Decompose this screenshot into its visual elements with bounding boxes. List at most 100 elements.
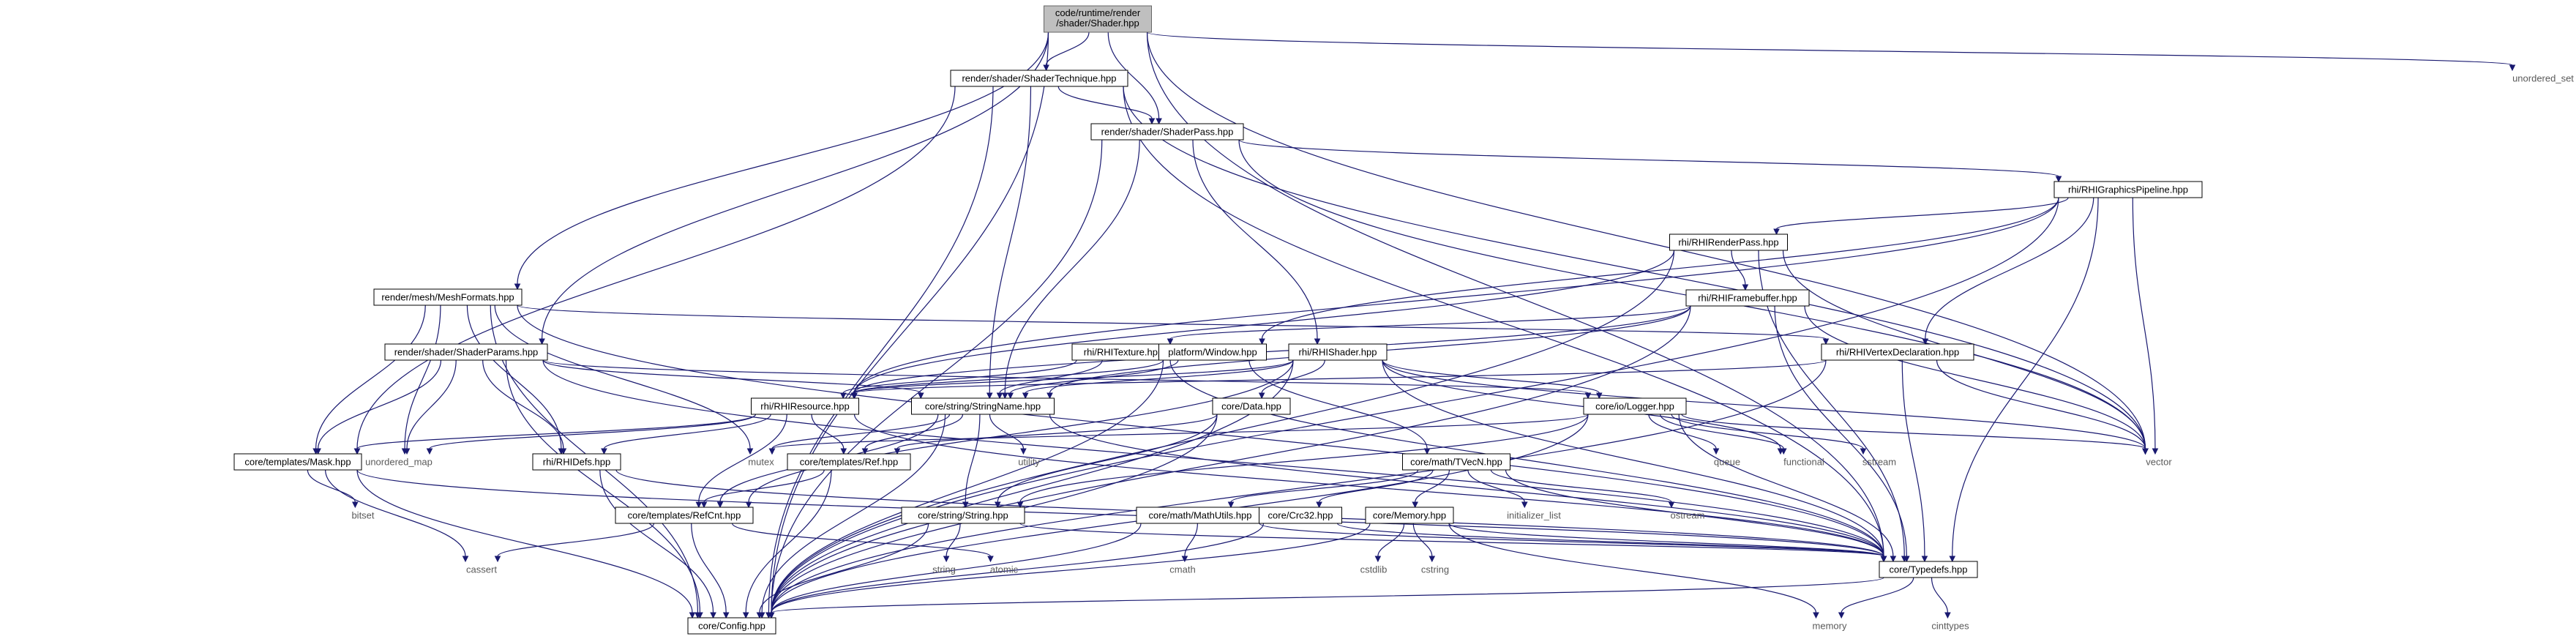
node-label-functional: functional bbox=[1783, 457, 1824, 468]
edge-stringname-to-mutex bbox=[771, 414, 951, 449]
node-label-cassert: cassert bbox=[466, 564, 497, 575]
node-label-data: core/Data.hpp bbox=[1221, 401, 1281, 412]
node-label-cinttypes: cinttypes bbox=[1931, 621, 1969, 632]
node-label-vector: vector bbox=[2146, 457, 2172, 468]
arrowhead-shaderparams-to-rhidefs bbox=[560, 448, 567, 455]
edge-stringname-to-string bbox=[965, 414, 981, 503]
edge-mask-to-typedefs bbox=[356, 469, 1884, 557]
node-shadertech[interactable]: render/shader/ShaderTechnique.hpp bbox=[950, 70, 1128, 87]
node-renderpass[interactable]: rhi/RHIRenderPass.hpp bbox=[1669, 233, 1788, 251]
edge-memory-h-to-config bbox=[771, 523, 1371, 613]
edge-tvecn-to-ostream bbox=[1490, 469, 1672, 503]
node-box-rhiresource bbox=[751, 397, 859, 415]
node-meshformats[interactable]: render/mesh/MeshFormats.hpp bbox=[373, 288, 523, 306]
node-label-typedefs: core/Typedefs.hpp bbox=[1890, 564, 1968, 575]
arrowhead-refcnt-to-cassert bbox=[494, 556, 501, 563]
edge-tvecn-to-typedefs bbox=[1505, 469, 1884, 557]
node-string[interactable]: core/string/String.hpp bbox=[901, 507, 1025, 524]
node-shaderparams[interactable]: render/shader/ShaderParams.hpp bbox=[384, 343, 548, 361]
node-window[interactable]: platform/Window.hpp bbox=[1158, 343, 1267, 361]
node-logger[interactable]: core/io/Logger.hpp bbox=[1583, 397, 1687, 415]
node-tvecn[interactable]: core/math/TVecN.hpp bbox=[1402, 453, 1510, 471]
edge-rhishader-to-functional bbox=[1382, 359, 1781, 449]
node-shaderpass[interactable]: render/shader/ShaderPass.hpp bbox=[1090, 123, 1244, 141]
node-rhidefs[interactable]: rhi/RHIDefs.hpp bbox=[532, 453, 621, 471]
node-label-shadertech: render/shader/ShaderTechnique.hpp bbox=[962, 73, 1116, 84]
arrowhead-mathutils-to-cmath bbox=[1181, 556, 1188, 563]
arrowhead-shaderpass-to-gfxpipe bbox=[2055, 176, 2062, 183]
edge-rhishader-to-vector bbox=[1382, 359, 2146, 449]
edge-rhitexture-to-rhiresource bbox=[842, 359, 1077, 394]
node-cstdlib: cstdlib bbox=[1360, 564, 1388, 575]
edge-meshformats-to-unordered-map bbox=[404, 304, 441, 449]
arrowhead-rhishader-to-data bbox=[1258, 392, 1265, 400]
edge-shader-to-vector bbox=[1146, 31, 2146, 449]
node-label-vertexdecl: rhi/RHIVertexDeclaration.hpp bbox=[1836, 347, 1959, 358]
node-box-ref bbox=[787, 453, 911, 471]
arrowhead-logger-to-queue bbox=[1712, 448, 1720, 455]
arrowhead-shader-to-shaderpass bbox=[1156, 118, 1162, 125]
node-sstream: sstream bbox=[1862, 457, 1896, 468]
node-box-tvecn bbox=[1402, 453, 1510, 471]
arrowhead-typedefs-to-cinttypes bbox=[1944, 612, 1951, 619]
node-typedefs[interactable]: core/Typedefs.hpp bbox=[1879, 561, 1978, 578]
arrowhead-tvecn-to-mathutils bbox=[1227, 501, 1235, 509]
node-label-ostream: ostream bbox=[1671, 510, 1705, 521]
edge-mask-to-config bbox=[356, 469, 693, 613]
node-stringname[interactable]: core/string/StringName.hpp bbox=[911, 397, 1055, 415]
node-mathutils[interactable]: core/math/MathUtils.hpp bbox=[1136, 507, 1265, 524]
arrowhead-shaderpass-to-stringname bbox=[1001, 392, 1008, 400]
node-mutex: mutex bbox=[748, 457, 774, 468]
node-rhishader[interactable]: rhi/RHIShader.hpp bbox=[1288, 343, 1388, 361]
node-box-window bbox=[1158, 343, 1267, 361]
node-label-rhidefs: rhi/RHIDefs.hpp bbox=[543, 457, 610, 468]
node-framebuffer[interactable]: rhi/RHIFramebuffer.hpp bbox=[1685, 289, 1810, 307]
edge-gfxpipe-to-vertexdecl bbox=[1925, 197, 2094, 340]
node-refcnt[interactable]: core/templates/RefCnt.hpp bbox=[615, 507, 754, 524]
edge-vertexdecl-to-typedefs bbox=[1901, 359, 1925, 557]
node-memory-h[interactable]: core/Memory.hpp bbox=[1365, 507, 1454, 524]
node-vertexdecl[interactable]: rhi/RHIVertexDeclaration.hpp bbox=[1821, 343, 1974, 361]
edge-window-to-config bbox=[771, 359, 1164, 613]
edge-stringname-to-utility bbox=[989, 414, 1025, 449]
arrowhead-typedefs-to-config bbox=[768, 612, 775, 619]
node-gfxpipe[interactable]: rhi/RHIGraphicsPipeline.hpp bbox=[2053, 181, 2203, 198]
edge-meshformats-to-mask bbox=[315, 304, 426, 449]
arrowhead-rhiresource-to-rhidefs bbox=[601, 448, 607, 455]
node-rhiresource[interactable]: rhi/RHIResource.hpp bbox=[751, 397, 859, 415]
node-crc32[interactable]: core/Crc32.hpp bbox=[1259, 507, 1342, 524]
edge-rhitexture-to-typedefs bbox=[1169, 359, 1884, 557]
arrowhead-shader-to-shaderparams bbox=[539, 338, 545, 345]
node-box-meshformats bbox=[373, 288, 523, 306]
node-rhitexture[interactable]: rhi/RHITexture.hpp bbox=[1071, 343, 1175, 361]
edge-shader-to-unordered-set bbox=[1146, 31, 2513, 66]
node-label-gfxpipe: rhi/RHIGraphicsPipeline.hpp bbox=[2068, 184, 2188, 195]
node-unordered-map: unordered_map bbox=[365, 457, 433, 468]
edge-shader-to-shaderparams bbox=[541, 31, 1049, 340]
edge-memory-h-to-cstring bbox=[1412, 523, 1433, 557]
arrowhead-logger-to-typedefs bbox=[1890, 556, 1897, 563]
edge-stringname-to-config bbox=[761, 414, 946, 613]
node-config[interactable]: core/Config.hpp bbox=[687, 617, 776, 635]
arrowhead-gfxpipe-to-renderpass bbox=[1773, 228, 1780, 236]
node-data[interactable]: core/Data.hpp bbox=[1212, 397, 1291, 415]
arrowhead-rhitexture-to-rhiresource bbox=[839, 392, 847, 400]
node-ref[interactable]: core/templates/Ref.hpp bbox=[787, 453, 911, 471]
edges-layer bbox=[307, 31, 2516, 619]
node-box-renderpass bbox=[1669, 233, 1788, 251]
arrowhead-memory-h-to-memory-std bbox=[1813, 612, 1819, 619]
edge-meshformats-to-mutex bbox=[494, 304, 751, 449]
edge-string-to-typedefs bbox=[1019, 523, 1884, 557]
edge-shaderpass-to-stringname bbox=[1004, 139, 1140, 394]
node-shader[interactable]: code/runtime/render/shader/Shader.hpp bbox=[1044, 5, 1152, 33]
node-mask[interactable]: core/templates/Mask.hpp bbox=[233, 453, 362, 471]
edge-shadertech-to-vector bbox=[1123, 86, 2146, 449]
arrowhead-shader-to-unordered-set bbox=[2509, 64, 2516, 72]
node-label-atomic: atomic bbox=[990, 564, 1019, 575]
edge-logger-to-queue bbox=[1648, 414, 1717, 449]
node-box-shader bbox=[1044, 5, 1152, 33]
edge-shadertech-to-mask bbox=[356, 86, 956, 449]
edge-ref-to-config bbox=[745, 469, 832, 613]
node-box-data bbox=[1212, 397, 1291, 415]
node-cstring: cstring bbox=[1421, 564, 1449, 575]
